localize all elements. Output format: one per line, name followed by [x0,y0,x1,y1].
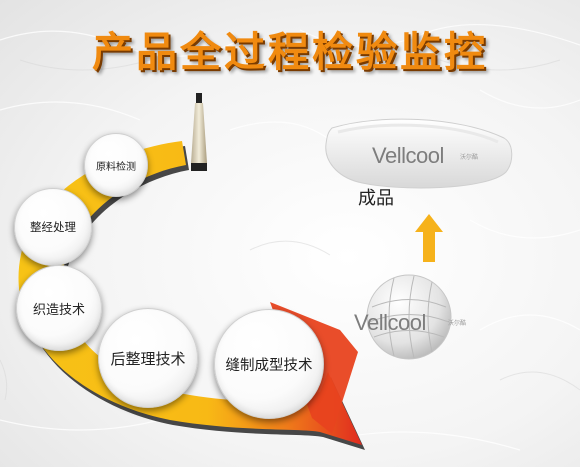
stage-warping-treatment: 整经处理 [14,188,92,266]
up-arrow-icon [415,214,443,262]
page-title: 产品全过程检验监控 [92,28,488,76]
fabric-ball-icon [366,274,452,360]
fabric-brand-small: 沃尔酷 [448,320,467,327]
pillow-brand-small: 沃尔酷 [460,154,479,161]
pillow-icon [325,118,513,189]
finished-product-label: 成品 [358,188,394,209]
stage-finishing-technology: 后整理技术 [98,308,198,408]
yarn-spool-icon [191,93,207,171]
stage-weaving-technology: 织造技术 [16,265,102,351]
pillow-brand-logo: Vellcool [372,143,444,168]
stage-sewing-forming-technology: 缝制成型技术 [214,309,324,419]
fabric-brand-logo: Vellcool [354,310,426,335]
stage-raw-material-inspection: 原料检测 [84,133,148,197]
